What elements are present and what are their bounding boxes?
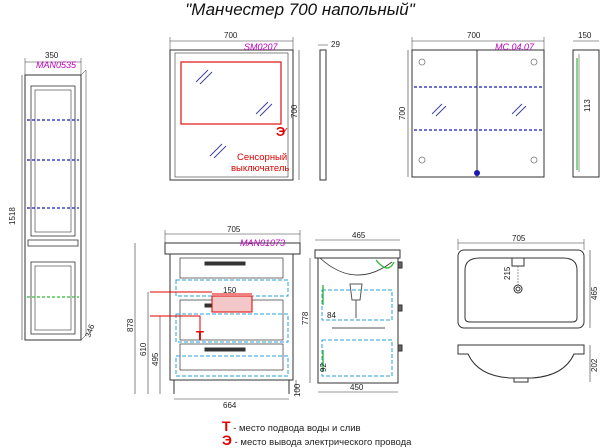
sink-height-label: 202 bbox=[590, 358, 599, 372]
legend-water-symbol: T bbox=[222, 418, 231, 434]
side-depth-label: 465 bbox=[352, 231, 366, 240]
vanity-leg-label: 100 bbox=[293, 383, 302, 397]
cabinet-hinges bbox=[418, 58, 538, 164]
pencil-depth-label: 346 bbox=[83, 323, 96, 339]
sensor-label-line2: выключатель bbox=[231, 163, 289, 174]
cabinet-height-label: 700 bbox=[398, 106, 407, 120]
water-supply-lines bbox=[150, 291, 252, 332]
vanity-width-label: 705 bbox=[227, 225, 241, 234]
mirror-drawing bbox=[169, 37, 328, 181]
mirror-height-label: 700 bbox=[290, 104, 299, 118]
sink-215-label: 215 bbox=[503, 266, 512, 280]
mirror-width-label: 700 bbox=[224, 31, 238, 40]
diagram-title: "Манчестер 700 напольный" bbox=[185, 0, 415, 19]
mirror-glints bbox=[195, 69, 273, 159]
sensor-label-line1: Сенсорный bbox=[237, 152, 287, 163]
cabinet-shelf-lines bbox=[414, 86, 542, 131]
cabinet-drawing bbox=[407, 37, 600, 178]
pencil-width-label: 350 bbox=[45, 51, 59, 60]
cabinet-socket bbox=[474, 170, 480, 176]
cabinet-glints bbox=[431, 103, 527, 117]
side-height-label: 778 bbox=[301, 311, 310, 325]
cabinet-model-label: MC.04.07 bbox=[495, 42, 535, 52]
cabinet-shelf-label: 113 bbox=[583, 99, 592, 112]
vanity-610-label: 610 bbox=[139, 342, 148, 356]
water-marker-vanity: T bbox=[196, 328, 204, 343]
cabinet-depth-label: 150 bbox=[578, 31, 592, 40]
side-green-markers bbox=[322, 259, 395, 372]
legend-electric-symbol: Э bbox=[222, 432, 232, 448]
side-bottom-label: 450 bbox=[350, 383, 364, 392]
electric-marker-mirror: Э bbox=[276, 124, 285, 139]
sink-width-label: 705 bbox=[512, 234, 526, 243]
vanity-height-label: 878 bbox=[126, 318, 135, 332]
sink-profile-drawing bbox=[457, 344, 591, 383]
sink-depth-label: 465 bbox=[590, 286, 599, 300]
vanity-150-label: 150 bbox=[223, 286, 237, 295]
pencil-shelf-lines bbox=[27, 119, 79, 209]
vanity-495-label: 495 bbox=[151, 352, 160, 366]
side-inner-outline bbox=[321, 289, 393, 377]
mirror-depth-label: 29 bbox=[331, 40, 340, 49]
pencil-model-label: MAN0535 bbox=[36, 60, 77, 70]
legend-electric: Э - место вывода электрического провода bbox=[222, 432, 411, 448]
mirror-model-label: SM0207 bbox=[244, 42, 279, 52]
side-drain bbox=[332, 283, 385, 329]
pencil-height-label: 1518 bbox=[8, 207, 17, 225]
side-92-label: 92 bbox=[319, 363, 328, 372]
legend-water-text: - место подвода воды и слив bbox=[233, 423, 361, 434]
vanity-side-drawing bbox=[309, 239, 403, 393]
sink-top-drawing bbox=[457, 239, 591, 329]
legend-electric-text: - место вывода электрического провода bbox=[234, 437, 412, 448]
mirror-glass bbox=[180, 61, 282, 125]
legend-water: T - место подвода воды и слив bbox=[222, 418, 361, 434]
vanity-bottom-width-label: 664 bbox=[223, 401, 237, 410]
water-supply-zone bbox=[211, 295, 253, 313]
vanity-model-label: MAN01073 bbox=[240, 238, 285, 248]
side-84-label: 84 bbox=[327, 311, 336, 320]
pencil-case-drawing bbox=[21, 58, 87, 341]
cabinet-width-label: 700 bbox=[467, 31, 481, 40]
